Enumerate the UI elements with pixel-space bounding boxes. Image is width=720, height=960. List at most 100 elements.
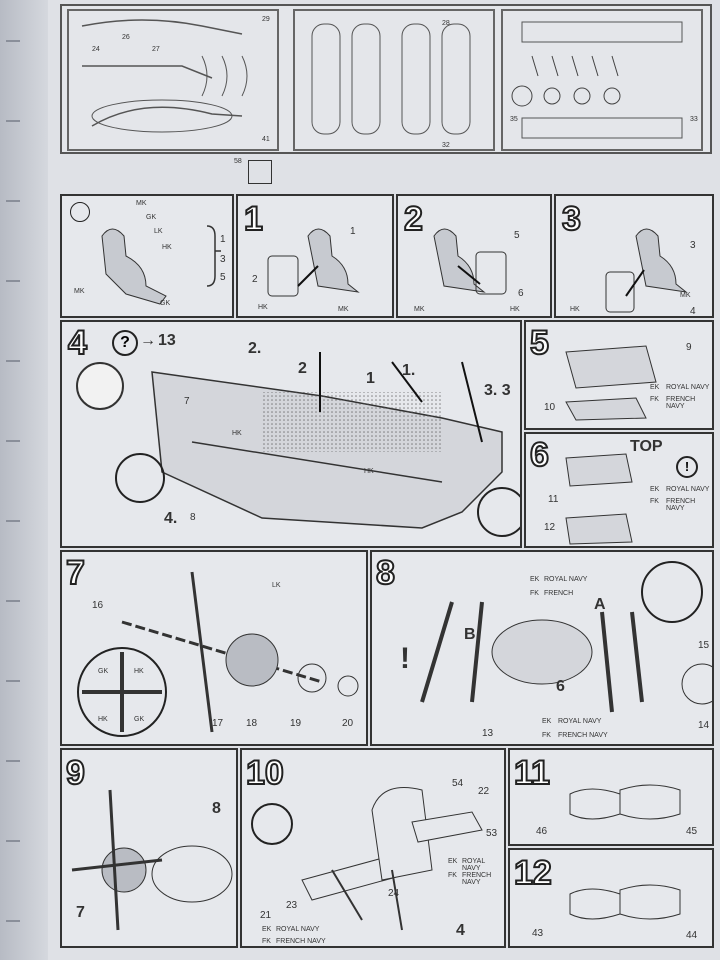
- step-number: 7: [65, 554, 86, 592]
- attention-mark: !: [400, 642, 410, 675]
- callout: 4.: [164, 510, 178, 527]
- callout: 2.: [248, 340, 262, 357]
- part-number: 46: [536, 826, 548, 837]
- binding-hole: [6, 280, 20, 282]
- part-number: 14: [698, 720, 710, 731]
- binding-hole: [6, 40, 20, 42]
- variant-code: EK: [650, 486, 660, 493]
- part-number: 19: [290, 718, 302, 729]
- step-1-drawing: [267, 228, 360, 297]
- sprue-label: 28: [442, 20, 450, 27]
- variant-text: ROYAL NAVY: [558, 718, 602, 725]
- decal-sheet-icon: [248, 160, 272, 184]
- paint-mark: HK: [98, 716, 108, 723]
- variant-code: FK: [448, 872, 457, 879]
- callout: 2: [298, 360, 307, 377]
- part-number: 17: [212, 718, 224, 729]
- variant-code: EK: [650, 384, 660, 391]
- point-label: A: [594, 596, 606, 613]
- sprue-label: 33: [690, 116, 698, 123]
- part-number: 44: [686, 930, 698, 941]
- part-number: 16: [92, 600, 104, 611]
- step-number: 9: [65, 754, 86, 792]
- step-reference: 13: [158, 332, 176, 349]
- step-number: 1: [243, 200, 264, 238]
- binding-hole: [6, 600, 20, 602]
- sprue-label: 27: [152, 46, 160, 53]
- part-number: 53: [486, 828, 498, 839]
- variant-code: EK: [542, 718, 552, 725]
- part-number: 18: [246, 718, 258, 729]
- paint-mark: HK: [162, 244, 172, 251]
- step-9-drawing: [71, 789, 233, 931]
- step-number: 11: [513, 754, 551, 792]
- clock-icon: [76, 362, 124, 410]
- variant-text: FRENCH NAVY: [276, 938, 326, 945]
- part-number: 54: [452, 778, 464, 789]
- paint-mark: MK: [136, 200, 147, 207]
- step-number: 8: [375, 554, 396, 592]
- step-5-panel: 5 9 10 EK ROYAL NAVY FK FRENCH NAVY: [524, 320, 714, 430]
- part-number: 43: [532, 928, 544, 939]
- step-number: 3: [561, 200, 582, 238]
- variant-text: FRENCH NAVY: [666, 396, 696, 410]
- paint-mark: GK: [98, 668, 109, 675]
- variant-text: FRENCH NAVY: [666, 498, 696, 512]
- part-number: 8: [212, 800, 221, 817]
- variant-code: FK: [262, 938, 271, 945]
- variant-code: EK: [262, 926, 272, 933]
- part-number: 21: [260, 910, 272, 921]
- binding-hole: [6, 360, 20, 362]
- variant-code: EK: [530, 576, 540, 583]
- variant-text: FRENCH: [544, 590, 574, 597]
- decal-label: 58: [234, 158, 242, 165]
- sprue-label: 26: [122, 34, 130, 41]
- part-number: 13: [482, 728, 494, 739]
- part-number: 1: [220, 234, 226, 245]
- step-7-drawing: [77, 571, 359, 737]
- part-number: 7: [76, 904, 85, 921]
- paint-icon: [70, 202, 90, 222]
- paint-mark: HK: [134, 668, 144, 675]
- paint-mark: MK: [74, 288, 85, 295]
- part-number: 22: [478, 786, 490, 797]
- part-number: 2: [252, 274, 258, 285]
- paint-mark: HK: [570, 306, 580, 313]
- variant-text: ROYAL NAVY: [666, 384, 710, 391]
- variant-code: FK: [542, 732, 551, 739]
- paint-mark: GK: [160, 300, 171, 307]
- callout: 3. 3: [484, 382, 511, 399]
- step-number: 12: [513, 854, 553, 892]
- step-12-drawing: [569, 884, 681, 920]
- paint-mark: GK: [134, 716, 145, 723]
- variant-code: FK: [650, 498, 659, 505]
- part-number: 8: [190, 512, 196, 523]
- part-number: 24: [388, 888, 400, 899]
- step-number: 10: [245, 754, 285, 792]
- step-11-drawing: [569, 784, 681, 820]
- step-5-drawing: [565, 345, 657, 421]
- step-number: 2: [403, 200, 424, 238]
- part-number: 12: [544, 522, 556, 533]
- paint-mark: HK: [364, 468, 374, 475]
- binding-hole: [6, 680, 20, 682]
- point-label: B: [464, 626, 476, 643]
- part-number: 6: [556, 678, 565, 695]
- variant-text: ROYAL NAVY: [666, 486, 710, 493]
- part-number: 6: [518, 288, 524, 299]
- binding-hole: [6, 520, 20, 522]
- part-number: 9: [686, 342, 692, 353]
- part-number: 4: [456, 922, 465, 939]
- binding-hole: [6, 840, 20, 842]
- paint-mark: LK: [272, 582, 281, 589]
- step-10-drawing: [251, 787, 483, 931]
- step-9-panel: 9 7 8: [60, 748, 238, 948]
- part-number: 7: [184, 396, 190, 407]
- paint-mark: HK: [510, 306, 520, 313]
- step-1-panel: 1 1 2 HK MK: [236, 194, 394, 318]
- step-7-panel: 7 16 17 18 19 20 LK GK HK HK GK: [60, 550, 368, 746]
- step-6-panel: 6 TOP ! 11 12 EK ROYAL NAVY FK FRENCH NA…: [524, 432, 714, 548]
- part-number: 1: [350, 226, 356, 237]
- binding-hole: [6, 760, 20, 762]
- step-3-panel: 3 3 4 HK MK: [554, 194, 714, 318]
